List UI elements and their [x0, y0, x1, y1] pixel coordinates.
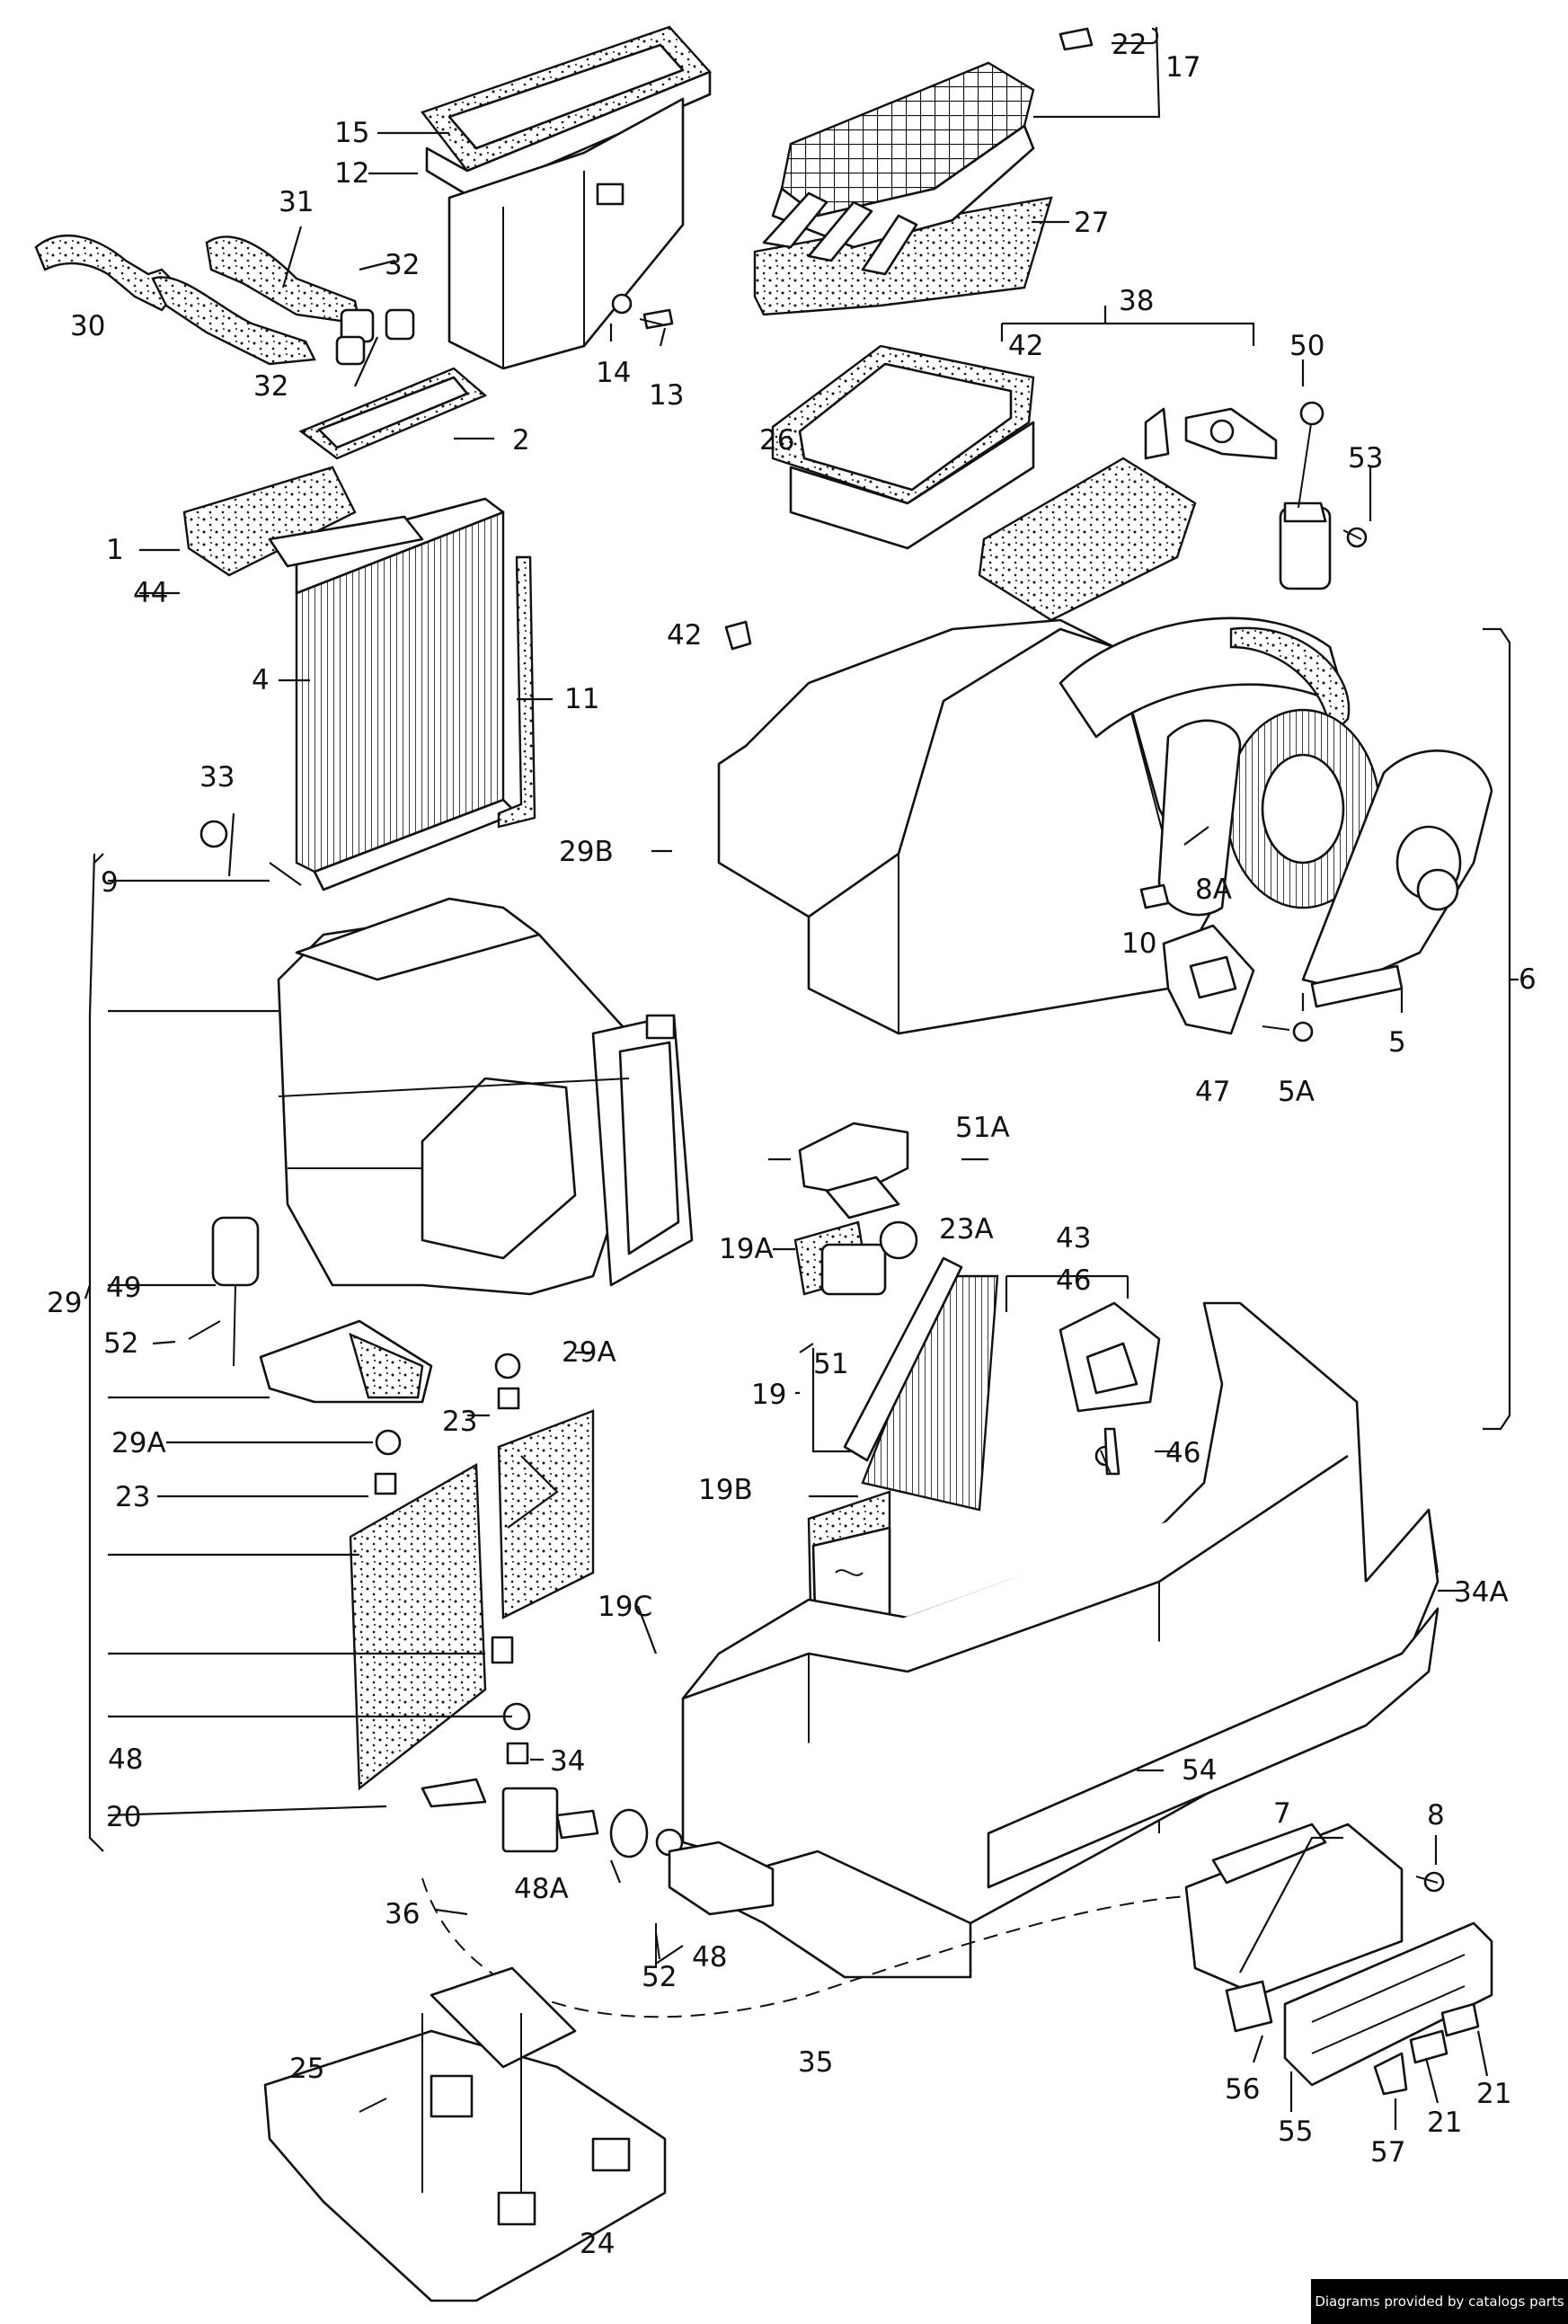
blower-fan: [1157, 708, 1493, 1008]
switch-assembly: [1059, 1301, 1161, 1476]
label-19a: 19A: [719, 1233, 774, 1265]
label-52-left: 52: [103, 1327, 138, 1360]
label-13: 13: [649, 379, 684, 412]
label-7: 7: [1273, 1797, 1291, 1830]
label-2: 2: [512, 424, 530, 457]
label-44: 44: [133, 577, 168, 609]
label-53: 53: [1348, 442, 1383, 475]
label-5: 5: [1388, 1026, 1406, 1059]
resistor: [1139, 883, 1255, 1035]
label-19b: 19B: [698, 1474, 753, 1506]
foam-seals: [349, 1409, 595, 1791]
label-8a: 8A: [1195, 874, 1232, 906]
leader-lines: [84, 26, 1519, 2130]
relay: [798, 1122, 909, 1220]
label-30: 30: [70, 310, 105, 342]
label-19c: 19C: [598, 1591, 652, 1623]
label-4: 4: [252, 664, 270, 696]
label-1: 1: [106, 534, 124, 566]
label-48-bottom: 48: [692, 1941, 727, 1974]
label-34: 34: [550, 1745, 585, 1778]
heater-box: [277, 897, 694, 1296]
label-12: 12: [334, 157, 369, 190]
control-panel: [1184, 1823, 1493, 2096]
label-47: 47: [1195, 1076, 1230, 1108]
label-21-right: 21: [1476, 2078, 1511, 2110]
label-20: 20: [106, 1801, 141, 1833]
label-50: 50: [1289, 330, 1324, 362]
label-49: 49: [106, 1272, 141, 1304]
label-24: 24: [580, 2228, 615, 2260]
label-55: 55: [1278, 2116, 1313, 2148]
actuator-linkage: [421, 1778, 775, 1968]
label-29b: 29B: [559, 836, 614, 868]
label-26: 26: [759, 424, 794, 457]
screws: [188, 318, 1439, 2113]
label-56: 56: [1225, 2073, 1260, 2106]
air-filter: [753, 27, 1094, 316]
label-46-top: 46: [1056, 1264, 1091, 1297]
label-31: 31: [279, 186, 314, 218]
blower-housing-top: [724, 344, 1197, 651]
label-51a: 51A: [955, 1112, 1010, 1144]
label-6: 6: [1519, 963, 1537, 996]
heater-core: [182, 367, 536, 891]
label-25: 25: [289, 2053, 324, 2085]
label-23a: 23A: [939, 1213, 994, 1246]
label-23-left: 23: [115, 1481, 150, 1513]
label-19: 19: [751, 1379, 786, 1411]
label-35: 35: [798, 2046, 833, 2079]
servo-motor-upper: [1144, 401, 1332, 590]
blower-housing: [717, 616, 1351, 1035]
label-42-top: 42: [1008, 330, 1043, 362]
footer-credit: Diagrams provided by catalogs parts: [1311, 2279, 1568, 2324]
label-36: 36: [385, 1898, 420, 1930]
heater-hoses: [34, 234, 415, 366]
label-14: 14: [596, 357, 631, 389]
label-32-bottom: 32: [253, 370, 288, 403]
label-43: 43: [1056, 1222, 1091, 1255]
label-52-bottom: 52: [642, 1961, 677, 1993]
label-29a-right: 29A: [562, 1336, 616, 1369]
label-27: 27: [1074, 207, 1109, 239]
part-labels: 15 12 22 17 27 31 32 30 32 14 13 2 38 42…: [47, 29, 1537, 2260]
label-34a: 34A: [1454, 1576, 1509, 1609]
label-21-mid: 21: [1427, 2107, 1462, 2139]
label-15: 15: [334, 117, 369, 149]
label-11: 11: [564, 683, 599, 715]
label-46-bottom: 46: [1165, 1437, 1200, 1469]
label-32-top: 32: [385, 249, 420, 281]
label-9: 9: [101, 866, 119, 899]
label-48a: 48A: [514, 1873, 569, 1905]
label-5a: 5A: [1278, 1076, 1315, 1108]
lower-housing: [681, 1301, 1440, 1979]
label-48-left: 48: [108, 1743, 143, 1776]
label-10: 10: [1121, 927, 1156, 960]
label-23-right: 23: [442, 1406, 477, 1438]
label-38: 38: [1119, 285, 1154, 317]
label-54: 54: [1182, 1754, 1217, 1787]
label-8: 8: [1427, 1799, 1445, 1832]
air-duct-upper: [421, 25, 713, 370]
label-57: 57: [1370, 2136, 1405, 2169]
label-29a-left: 29A: [111, 1427, 166, 1459]
label-51: 51: [813, 1348, 848, 1380]
label-42-mid: 42: [667, 619, 702, 652]
label-33: 33: [199, 761, 235, 794]
label-29: 29: [47, 1287, 82, 1319]
label-22: 22: [1112, 29, 1147, 61]
trim-cover: [263, 1966, 667, 2302]
servo-motor-lower: [211, 1216, 433, 1404]
label-17: 17: [1165, 51, 1200, 84]
